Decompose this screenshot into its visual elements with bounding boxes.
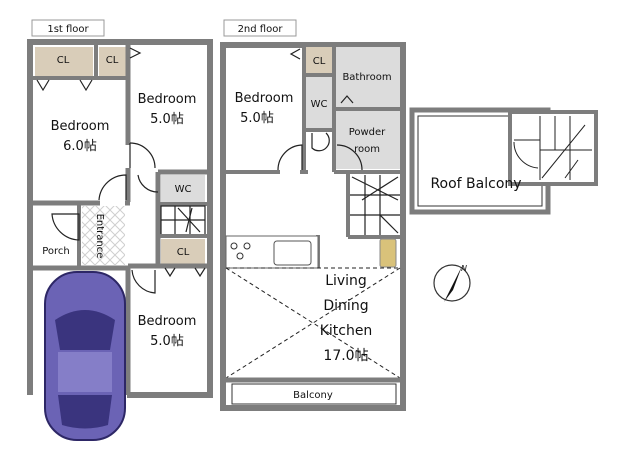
ldk-label-1: Living [325,273,367,289]
bedroom-2f-name: Bedroom [235,91,294,106]
bedroom-5a-name: Bedroom [138,92,197,107]
closet-3-label: CL [177,247,190,258]
bedroom-2f-size: 5.0帖 [240,111,274,126]
wc-2f [306,77,333,128]
closet-2f [306,47,333,73]
doors-1f [36,47,206,294]
second-floor: 2nd floor [220,19,406,411]
entrance-label: Entrance [94,214,105,259]
first-floor-label-box [31,19,105,37]
ldk-label-3: Kitchen [320,323,373,339]
bedroom-6-name: Bedroom [51,119,110,134]
second-floor-label-box [223,19,297,37]
void-lines [225,267,401,379]
wc-1f [161,175,205,202]
closet-1-label: CL [57,55,70,66]
refrigerator [379,238,397,268]
stairs-1f [160,205,206,236]
first-floor-outer-wall [27,39,213,398]
wc-1f-label: WC [175,184,192,195]
entrance-floor [82,206,125,265]
powder-room-label-1: Powder [349,127,386,138]
second-floor-outer-wall [220,42,406,411]
car-icon [44,271,126,441]
powder-room [336,111,400,169]
compass-north-label: N [461,264,467,273]
closet-2f-label: CL [313,56,326,67]
stairs-2f [350,175,400,235]
second-floor-label: 2nd floor [238,24,284,35]
closet-3 [161,239,205,264]
compass-icon: N [433,264,471,302]
bathroom-label: Bathroom [342,72,391,83]
first-floor-label: 1st floor [47,24,89,35]
porch-label: Porch [42,246,70,257]
doors-2f [277,48,363,171]
closet-1 [35,47,93,77]
ldk-size: 17.0帖 [323,348,368,364]
bedroom-5b-name: Bedroom [138,314,197,329]
roof-balcony-label: Roof Balcony [430,176,521,192]
ldk-label-2: Dining [323,298,368,314]
stairs-roof [513,116,592,180]
powder-room-label-2: room [354,144,380,155]
wc-2f-label: WC [311,99,328,110]
bedroom-5b-size: 5.0帖 [150,334,184,349]
closet-2-label: CL [106,55,119,66]
balcony-label: Balcony [293,390,333,401]
roof-floor: Roof Balcony [409,107,598,215]
kitchen-counter [225,235,319,269]
bedroom-5a-size: 5.0帖 [150,112,184,127]
first-floor: 1st floor [27,19,213,441]
balcony [231,383,397,405]
closet-2 [99,47,126,77]
bedroom-6-size: 6.0帖 [63,139,97,154]
